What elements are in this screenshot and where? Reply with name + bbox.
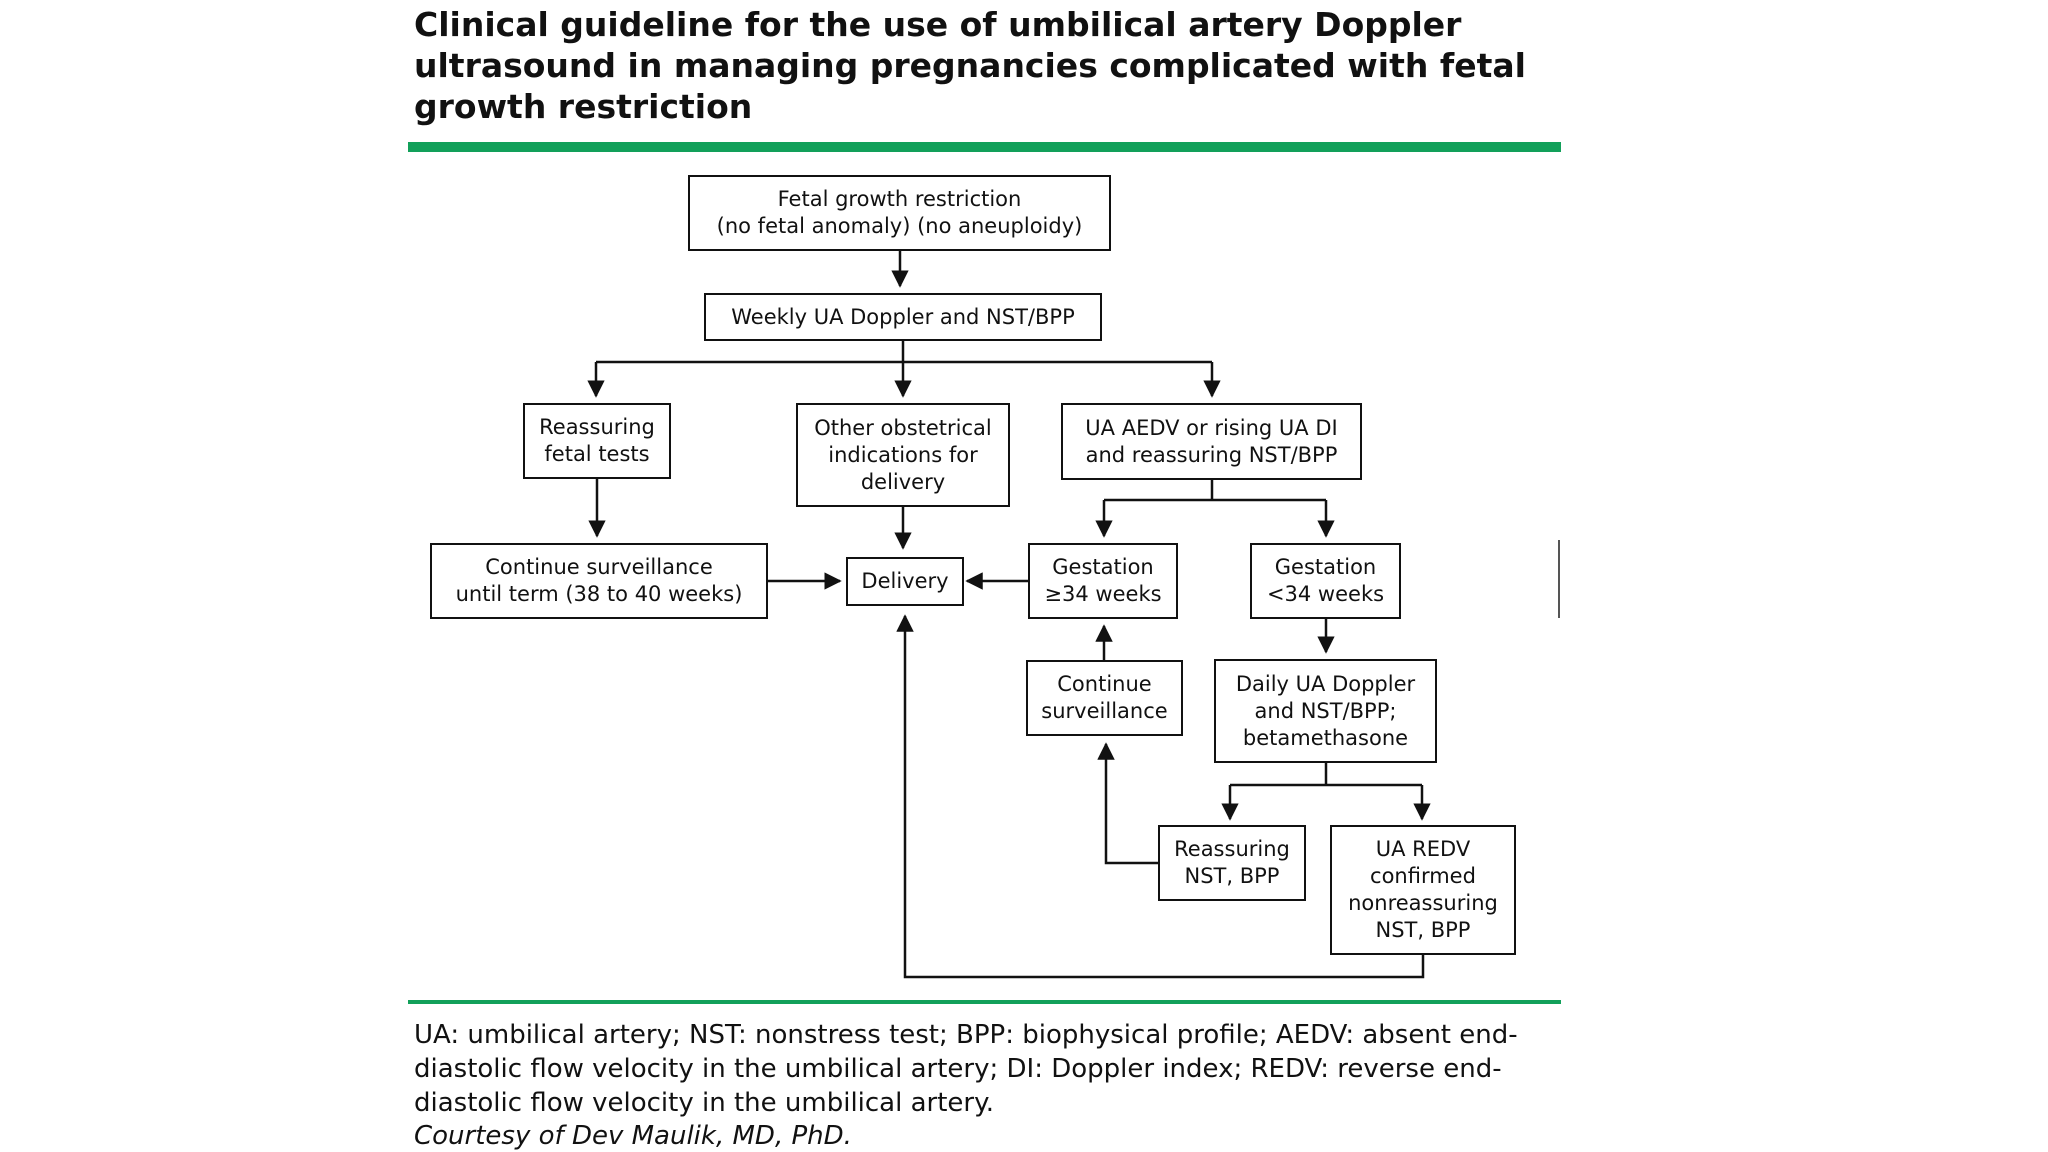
edge-reassuring-nst-continue xyxy=(1097,742,1159,865)
node-continue-until-term: Continue surveillance until term (38 to … xyxy=(430,543,768,619)
frame-edge-mark xyxy=(1558,540,1560,618)
node-daily-doppler: Daily UA Doppler and NST/BPP; betamethas… xyxy=(1214,659,1437,763)
abbreviations-footnote: UA: umbilical artery; NST: nonstress tes… xyxy=(414,1020,1518,1118)
node-continue-surveillance: Continue surveillance xyxy=(1026,660,1183,736)
page-title: Clinical guideline for the use of umbili… xyxy=(414,5,1526,126)
title-divider xyxy=(408,142,1561,152)
node-other-indications: Other obstetrical indications for delive… xyxy=(796,403,1010,507)
node-ua-redv: UA REDV confirmed nonreassuring NST, BPP xyxy=(1330,825,1516,955)
node-gestation-lt-34: Gestation <34 weeks xyxy=(1250,543,1401,619)
footnote-divider xyxy=(408,1000,1561,1004)
node-ua-aedv: UA AEDV or rising UA DI and reassuring N… xyxy=(1061,403,1362,480)
node-reassuring-fetal-tests: Reassuring fetal tests xyxy=(523,403,671,479)
node-weekly-doppler: Weekly UA Doppler and NST/BPP xyxy=(704,293,1102,341)
edge-redv-delivery xyxy=(896,614,1425,979)
node-fetal-growth-restriction: Fetal growth restriction (no fetal anoma… xyxy=(688,175,1111,251)
node-gestation-ge-34: Gestation ≥34 weeks xyxy=(1028,543,1178,619)
courtesy-credit: Courtesy of Dev Maulik, MD, PhD. xyxy=(414,1121,852,1151)
node-reassuring-nst-bpp: Reassuring NST, BPP xyxy=(1158,825,1306,901)
node-delivery: Delivery xyxy=(846,557,964,606)
